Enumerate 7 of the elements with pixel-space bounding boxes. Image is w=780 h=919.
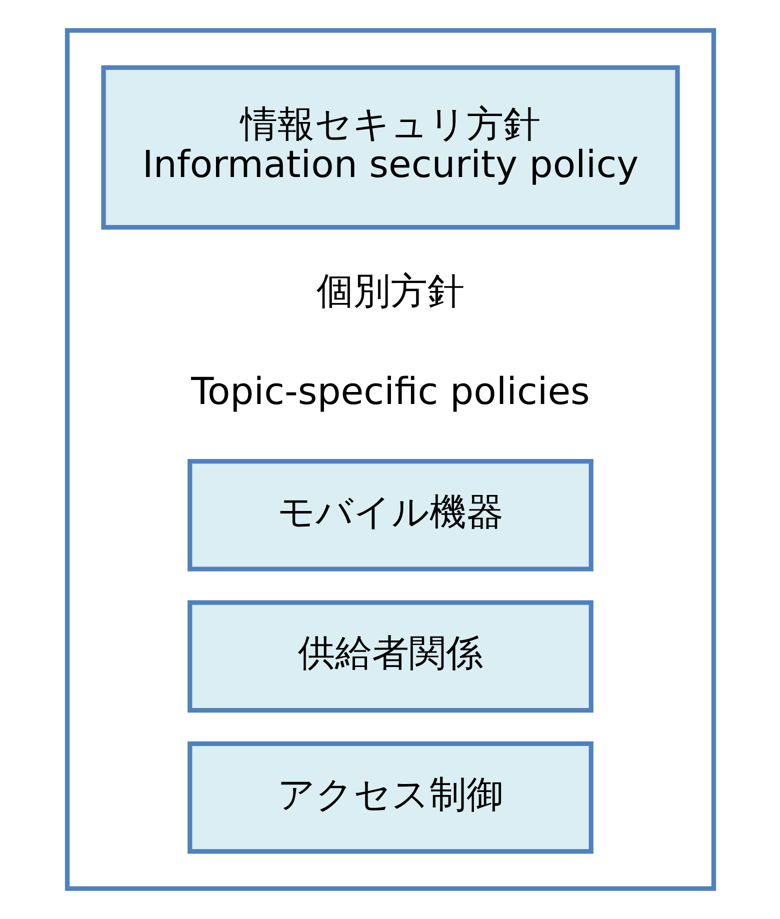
node-box: モバイル機器	[187, 459, 593, 572]
node-box: 供給者関係	[187, 600, 593, 713]
node-box: アクセス制御	[187, 741, 593, 854]
node-box: 情報セキュリ方針 Information security policy	[100, 65, 680, 230]
cluster	[64, 28, 716, 891]
label: 個別方針	[316, 269, 464, 312]
label: Topic-specific policies	[190, 370, 590, 413]
